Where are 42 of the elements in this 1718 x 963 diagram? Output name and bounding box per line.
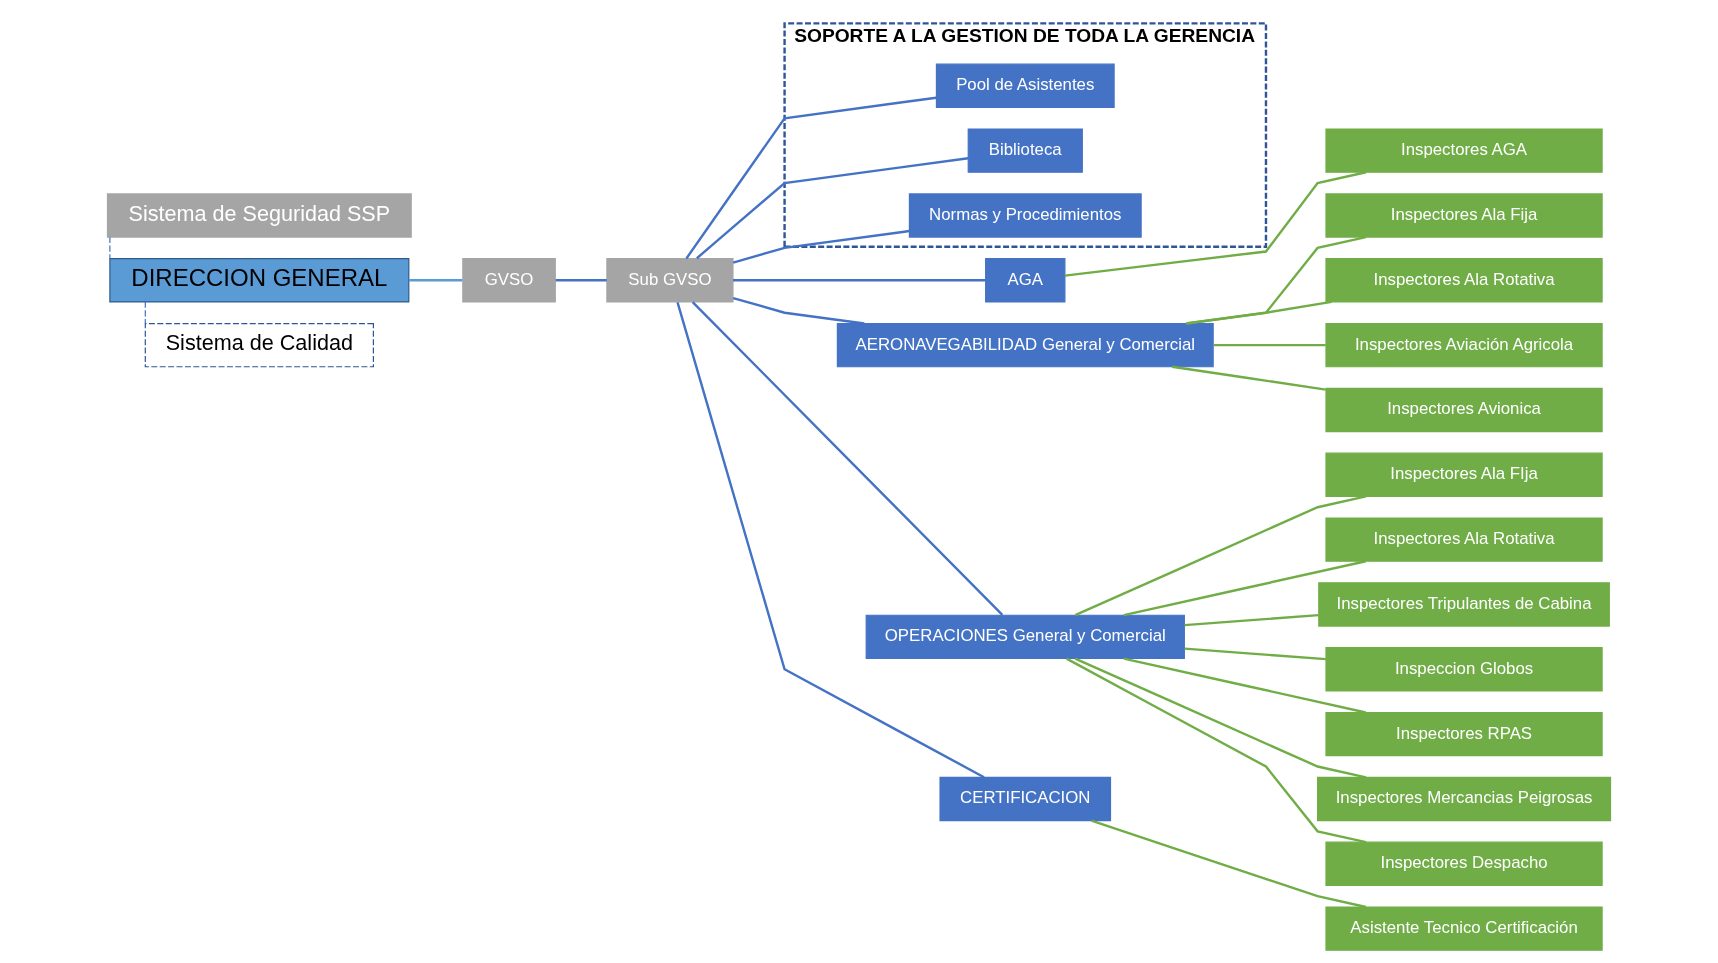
connector [409, 278, 463, 281]
connector [733, 278, 986, 281]
connector [732, 296, 865, 325]
node-box: OPERACIONES General y Comercial [865, 614, 1185, 659]
node-box: Normas y Procedimientos [908, 192, 1142, 238]
node-box: CERTIFICACION [939, 776, 1112, 821]
node-box: Sistema de Seguridad SSP [106, 192, 412, 238]
node-box: Inspectores Ala FIja [1325, 452, 1603, 497]
connector [1186, 300, 1332, 325]
node-box: DIRECCION GENERAL [109, 257, 410, 303]
connector [676, 301, 985, 778]
node-box: Inspectores Tripulantes de Cabina [1318, 581, 1610, 627]
node-box: AGA [985, 257, 1066, 303]
node-box: Sistema de Calidad [144, 322, 374, 367]
node-box: GVSO [462, 257, 556, 303]
connector [696, 156, 969, 259]
connector [691, 300, 1004, 616]
connector [1171, 365, 1326, 391]
node-box: Pool de Asistentes [935, 63, 1115, 108]
connector [1184, 613, 1319, 626]
connector [732, 229, 910, 264]
node-box: Inspectores Ala Rotativa [1325, 516, 1603, 562]
connector [555, 278, 607, 281]
node-box: Inspeccion Globos [1325, 646, 1603, 691]
node-box: Inspectores Ala Fija [1325, 192, 1603, 238]
connector [1213, 343, 1326, 346]
node-box: Inspectores Avionica [1325, 387, 1603, 432]
connector [144, 300, 146, 324]
node-box: Inspectores RPAS [1325, 711, 1603, 756]
connector [1184, 646, 1326, 660]
node-box: AERONAVEGABILIDAD General y Comercial [836, 322, 1214, 367]
node-box: Asistente Tecnico Certificación [1325, 905, 1603, 951]
node-box: Inspectores Despacho [1325, 841, 1603, 886]
node-box: Inspectores Ala Rotativa [1325, 257, 1603, 303]
node-box: Biblioteca [967, 127, 1083, 173]
connector [109, 236, 111, 259]
node-box: Inspectores Mercancias Peigrosas [1317, 776, 1612, 821]
node-box: Inspectores Aviación Agricola [1325, 322, 1603, 367]
connector [685, 96, 937, 259]
connector [1074, 494, 1367, 616]
node-box: Sub GVSO [606, 257, 734, 303]
node-box: Inspectores AGA [1325, 127, 1603, 173]
